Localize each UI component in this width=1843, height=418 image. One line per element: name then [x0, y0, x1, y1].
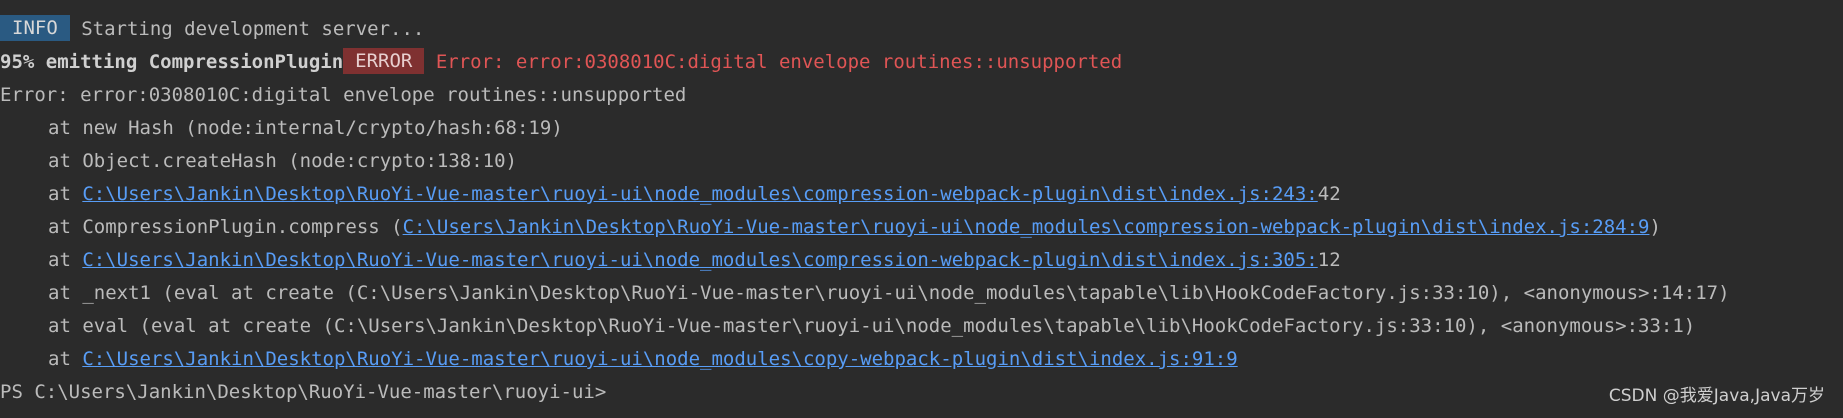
stack-frame: at _next1 (eval at create (C:\Users\Jank… — [48, 282, 1730, 304]
stack-frame-prefix: at CompressionPlugin.compress ( — [48, 216, 403, 238]
stack-frame: at CompressionPlugin.compress (C:\Users\… — [0, 211, 1843, 244]
error-message: Error: error:0308010C:digital envelope r… — [424, 51, 1123, 73]
info-badge: INFO — [0, 15, 70, 41]
progress-message: 95% emitting CompressionPlugin — [0, 51, 344, 73]
log-line-error-detail: Error: error:0308010C:digital envelope r… — [0, 84, 687, 106]
file-link[interactable]: C:\Users\Jankin\Desktop\RuoYi-Vue-master… — [82, 183, 1318, 205]
file-link[interactable]: C:\Users\Jankin\Desktop\RuoYi-Vue-master… — [402, 216, 1650, 238]
file-link[interactable]: C:\Users\Jankin\Desktop\RuoYi-Vue-master… — [82, 249, 1318, 271]
info-message: Starting development server... — [69, 18, 425, 40]
stack-frame: at Object.createHash (node:crypto:138:10… — [48, 150, 517, 172]
stack-frame: at C:\Users\Jankin\Desktop\RuoYi-Vue-mas… — [0, 178, 1843, 211]
stack-frame-prefix: at — [48, 183, 83, 205]
shell-prompt[interactable]: PS C:\Users\Jankin\Desktop\RuoYi-Vue-mas… — [0, 381, 607, 403]
stack-frame-suffix: ) — [1649, 216, 1661, 238]
log-line-info: INFO Starting development server... — [0, 13, 1843, 46]
stack-frame-prefix: at — [48, 249, 83, 271]
terminal-output[interactable]: INFO Starting development server... 95% … — [0, 13, 1843, 409]
stack-frame: at C:\Users\Jankin\Desktop\RuoYi-Vue-mas… — [0, 244, 1843, 277]
stack-frame: at C:\Users\Jankin\Desktop\RuoYi-Vue-mas… — [0, 343, 1843, 376]
error-badge: ERROR — [343, 48, 425, 74]
stack-frame: at new Hash (node:internal/crypto/hash:6… — [48, 117, 563, 139]
stack-frame-suffix: 42 — [1317, 183, 1341, 205]
file-link[interactable]: C:\Users\Jankin\Desktop\RuoYi-Vue-master… — [82, 348, 1238, 370]
stack-frame: at eval (eval at create (C:\Users\Jankin… — [48, 315, 1696, 337]
stack-frame-suffix: 12 — [1317, 249, 1341, 271]
stack-frame-prefix: at — [48, 348, 83, 370]
watermark: CSDN @我爱Java,Java万岁 — [1608, 386, 1825, 406]
